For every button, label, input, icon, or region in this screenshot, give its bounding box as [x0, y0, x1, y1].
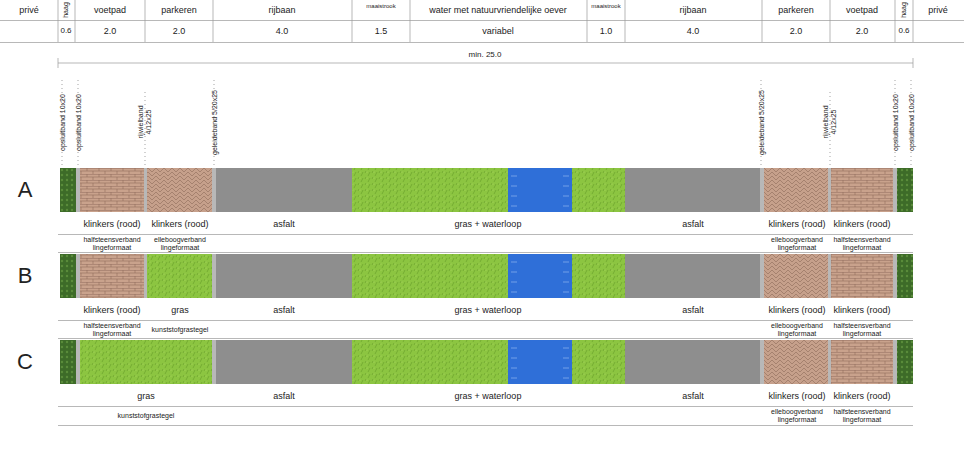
- band-label: haag: [58, 0, 74, 20]
- band-label: opsluitband 10x20: [58, 82, 67, 162]
- row-letter: C: [10, 340, 40, 384]
- section-label: halfsteensverband lingeformaat: [77, 235, 147, 252]
- section-label: water met natuurvriendelijke oever: [411, 0, 586, 20]
- section-label: asfalt: [219, 300, 349, 320]
- section-label: kunststofgrastegel: [111, 407, 181, 424]
- section-label: 2.0: [766, 22, 826, 40]
- section-label: parkeren: [763, 0, 829, 20]
- section-label: privé: [913, 0, 963, 20]
- section-label: klinkers (rood): [831, 300, 893, 320]
- section-label: 2.0: [80, 22, 140, 40]
- section-label: privé: [1, 0, 57, 20]
- section-label: asfalt: [219, 386, 349, 406]
- section-label: halfsteensverband lingeformaat: [827, 235, 897, 252]
- section-label: klinkers (rood): [80, 214, 144, 234]
- section-label: gras + waterloop: [413, 214, 563, 234]
- section-label: halfsteensverband lingeformaat: [827, 321, 897, 338]
- row-b-section: [60, 254, 913, 298]
- section-label: klinkers (rood): [765, 300, 829, 320]
- section-label: gras + waterloop: [413, 386, 563, 406]
- section-label: elleboogverband lingeformaat: [762, 321, 832, 338]
- section-label: maaistrook: [353, 0, 409, 12]
- section-label: elleboogverband lingeformaat: [145, 235, 215, 252]
- grid-lines: [0, 0, 964, 426]
- section-label: klinkers (rood): [148, 214, 212, 234]
- section-label: 2.0: [149, 22, 209, 40]
- section-label: elleboogverband lingeformaat: [762, 407, 832, 424]
- section-label: maaistrook: [587, 0, 625, 12]
- band-label: opsluitband 10x20: [891, 82, 900, 162]
- section-label: asfalt: [628, 214, 758, 234]
- section-label: klinkers (rood): [765, 386, 829, 406]
- band-label: geleideband 5/20x25: [210, 80, 219, 164]
- band-label: opsluitband 10x20: [74, 82, 83, 162]
- section-label: rijbaan: [626, 0, 761, 20]
- section-label: 1.5: [356, 22, 406, 40]
- band-label: rijwielband 4/12x25: [136, 96, 154, 148]
- leader-lines: [62, 80, 911, 166]
- section-label: klinkers (rood): [765, 214, 829, 234]
- band-label: rijwielband 4/12x25: [821, 96, 839, 148]
- section-label: 4.0: [232, 22, 332, 40]
- band-label: geleideband 5/20x25: [757, 80, 766, 164]
- band-label: haag: [896, 0, 912, 20]
- section-label: 2.0: [832, 22, 892, 40]
- section-label: voetpad: [76, 0, 144, 20]
- section-label: halfsteensverband lingeformaat: [77, 321, 147, 338]
- section-label: kunststofgrastegel: [145, 321, 215, 338]
- section-label: voetpad: [831, 0, 894, 20]
- section-label: 1.0: [588, 22, 624, 40]
- section-label: variabel: [438, 22, 558, 40]
- row-a-section: [60, 168, 913, 212]
- section-label: 4.0: [643, 22, 743, 40]
- section-label: elleboogverband lingeformaat: [762, 235, 832, 252]
- section-label: parkeren: [146, 0, 212, 20]
- section-label: gras + waterloop: [413, 300, 563, 320]
- section-label: 0.6: [895, 22, 913, 40]
- section-label: asfalt: [628, 300, 758, 320]
- section-label: asfalt: [628, 386, 758, 406]
- section-label: rijbaan: [214, 0, 350, 20]
- section-label: klinkers (rood): [80, 300, 144, 320]
- section-label: klinkers (rood): [831, 214, 893, 234]
- row-c-section: [60, 340, 913, 384]
- section-label: min. 25.0: [455, 49, 515, 62]
- section-label: halfsteensverband lingeformaat: [827, 407, 897, 424]
- section-label: gras: [148, 300, 212, 320]
- row-letter: A: [10, 168, 40, 212]
- section-label: klinkers (rood): [831, 386, 893, 406]
- row-letter: B: [10, 254, 40, 298]
- section-label: 0.6: [57, 22, 75, 40]
- section-label: gras: [81, 386, 211, 406]
- section-label: asfalt: [219, 214, 349, 234]
- band-label: opsluitband 10x20: [907, 82, 916, 162]
